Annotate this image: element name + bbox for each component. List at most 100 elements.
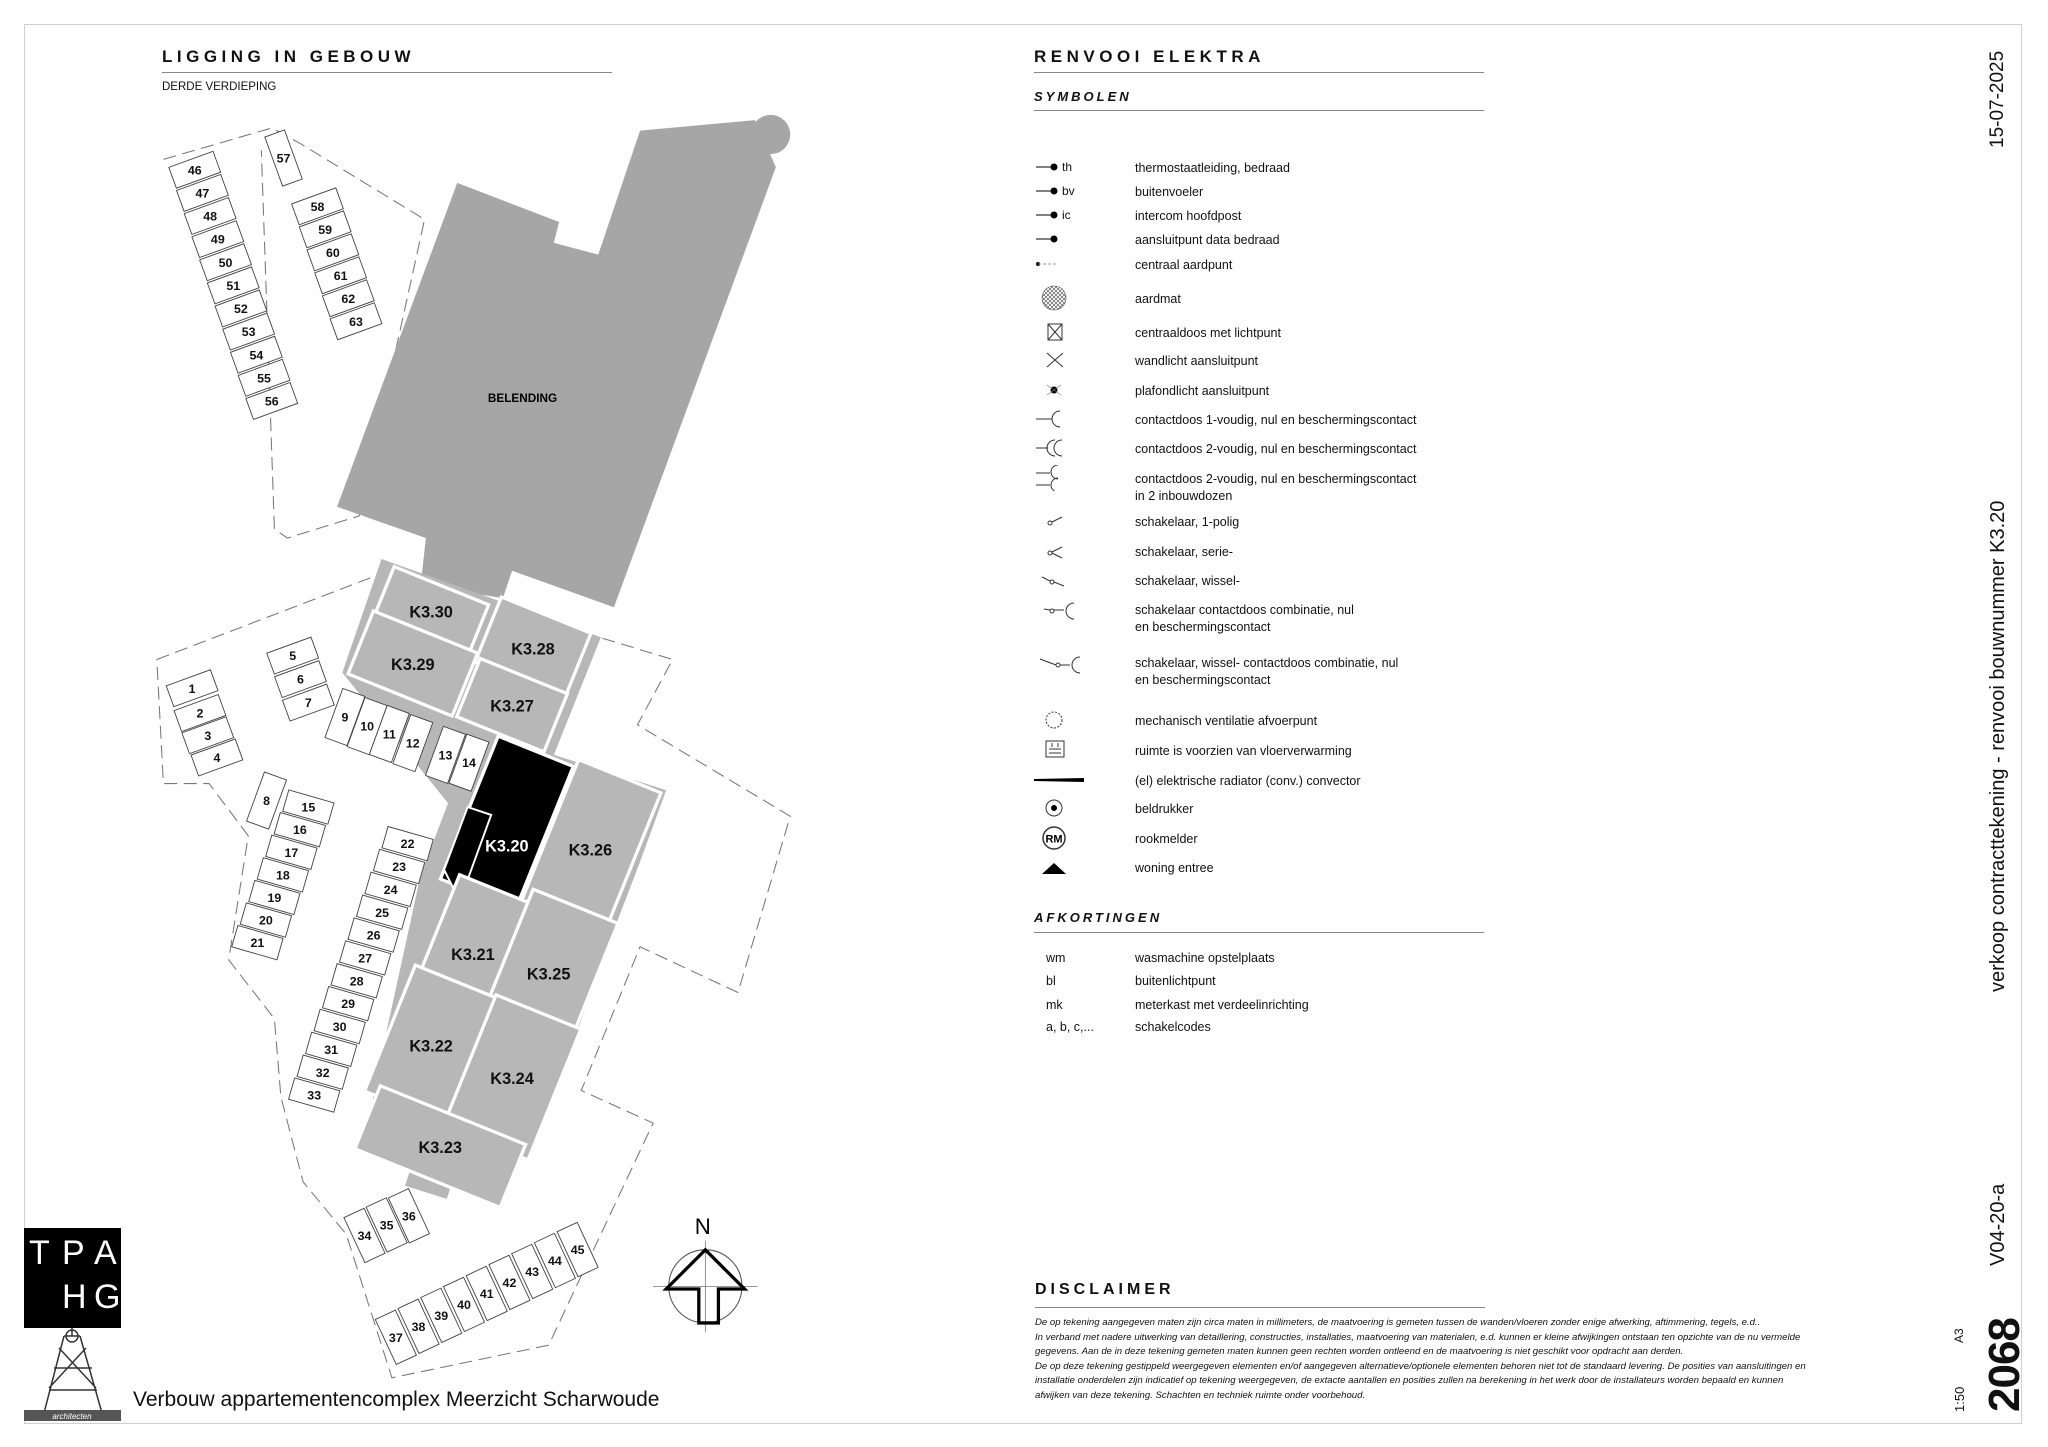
storage-unit[interactable]: 49 bbox=[191, 220, 245, 259]
symbol-label: centraaldoos met lichtpunt bbox=[1135, 326, 1281, 340]
storage-unit[interactable]: 30 bbox=[313, 1008, 366, 1045]
storage-unit[interactable]: 62 bbox=[321, 279, 375, 318]
storage-unit[interactable]: 41 bbox=[465, 1265, 508, 1322]
legend-row: centraal aardpunt bbox=[1034, 257, 1494, 277]
symbol-label: contactdoos 2-voudig, nul en bescherming… bbox=[1135, 442, 1417, 456]
storage-unit[interactable]: 61 bbox=[314, 256, 368, 295]
storage-unit[interactable]: 35 bbox=[365, 1197, 408, 1253]
ground-point-icon bbox=[1036, 262, 1058, 266]
symbol-code: bv bbox=[1062, 184, 1075, 198]
storage-unit[interactable]: 37 bbox=[374, 1309, 417, 1366]
storage-unit[interactable]: 18 bbox=[256, 857, 310, 893]
storage-unit[interactable]: 51 bbox=[206, 266, 260, 305]
storage-unit[interactable]: 54 bbox=[229, 335, 283, 374]
storage-unit[interactable]: 15 bbox=[282, 789, 335, 825]
storage-label: 7 bbox=[305, 696, 312, 710]
storage-unit[interactable]: 42 bbox=[488, 1254, 531, 1311]
storage-unit[interactable]: 52 bbox=[214, 289, 268, 328]
project-name: Verbouw appartementencomplex Meerzicht S… bbox=[133, 1388, 660, 1411]
storage-unit[interactable]: 7 bbox=[281, 683, 335, 722]
switch-socket-combo-icon bbox=[1043, 602, 1075, 620]
storage-unit[interactable]: 21 bbox=[231, 924, 284, 961]
storage-unit[interactable]: 3 bbox=[181, 716, 235, 755]
storage-label: 4 bbox=[213, 751, 220, 765]
storage-label: 60 bbox=[326, 246, 340, 260]
switch-series-icon bbox=[1047, 546, 1063, 559]
unit-k3-23[interactable]: K3.23 bbox=[352, 1083, 528, 1210]
unit-k3-29[interactable]: K3.29 bbox=[345, 608, 480, 719]
building-lower-stub bbox=[404, 1170, 452, 1199]
storage-label: 9 bbox=[341, 711, 348, 725]
storage-unit[interactable]: 46 bbox=[168, 150, 222, 189]
storage-unit[interactable]: 9 bbox=[324, 687, 366, 747]
storage-unit[interactable]: 28 bbox=[330, 963, 383, 999]
storage-unit[interactable]: 11 bbox=[368, 704, 410, 764]
storage-unit[interactable]: 34 bbox=[343, 1207, 386, 1264]
storage-unit[interactable]: 47 bbox=[175, 173, 229, 212]
storage-unit[interactable]: 8 bbox=[245, 771, 288, 830]
storage-unit[interactable]: 5 bbox=[266, 636, 320, 675]
storage-unit[interactable]: 57 bbox=[264, 129, 303, 187]
storage-unit[interactable]: 14 bbox=[448, 733, 490, 792]
storage-unit[interactable]: 44 bbox=[533, 1232, 577, 1289]
socket-double-icon bbox=[1036, 439, 1063, 457]
storage-unit[interactable]: 32 bbox=[296, 1054, 349, 1090]
storage-unit[interactable]: 45 bbox=[556, 1221, 599, 1278]
disclaimer-line: In verband met nadere uitwerking van det… bbox=[1035, 1331, 1801, 1343]
storage-unit[interactable]: 40 bbox=[442, 1276, 486, 1333]
storage-unit[interactable]: 1 bbox=[165, 669, 219, 708]
abbreviation: a, b, c,... bbox=[1046, 1020, 1094, 1034]
symbol-code: th bbox=[1062, 160, 1073, 174]
storage-unit[interactable]: 17 bbox=[265, 834, 318, 870]
disclaimer-line: installatie onderdelen zijn indicatief o… bbox=[1035, 1375, 1784, 1387]
symbol-code: RM bbox=[1045, 834, 1062, 846]
storage-unit[interactable]: 63 bbox=[329, 302, 383, 341]
storage-unit[interactable]: 20 bbox=[239, 902, 293, 938]
storage-unit[interactable]: 58 bbox=[291, 187, 344, 226]
abbreviation-description: meterkast met verdeelinrichting bbox=[1135, 998, 1309, 1012]
storage-unit[interactable]: 31 bbox=[304, 1031, 358, 1068]
storage-unit[interactable]: 33 bbox=[287, 1077, 341, 1113]
storage-unit[interactable]: 56 bbox=[245, 381, 299, 420]
storage-unit[interactable]: 4 bbox=[190, 738, 244, 777]
logo-letter: H bbox=[62, 1278, 87, 1316]
storage-unit[interactable]: 48 bbox=[183, 196, 237, 236]
unit-label: K3.27 bbox=[490, 698, 534, 716]
storage-unit[interactable]: 38 bbox=[397, 1298, 440, 1355]
storage-unit[interactable]: 16 bbox=[273, 811, 327, 848]
storage-unit[interactable]: 27 bbox=[338, 940, 392, 976]
storage-unit[interactable]: 29 bbox=[321, 985, 375, 1022]
storage-unit[interactable]: 53 bbox=[222, 312, 276, 351]
storage-unit[interactable]: 55 bbox=[237, 358, 291, 397]
storage-unit[interactable]: 59 bbox=[298, 210, 352, 249]
storage-unit[interactable]: 6 bbox=[274, 660, 327, 699]
unit-k3-27[interactable]: K3.27 bbox=[454, 656, 570, 755]
storage-unit[interactable]: 50 bbox=[199, 243, 253, 282]
floor-heating-icon bbox=[1045, 740, 1065, 758]
storage-unit[interactable]: 24 bbox=[364, 871, 417, 908]
storage-unit[interactable]: 60 bbox=[306, 233, 360, 272]
storage-unit[interactable]: 2 bbox=[173, 693, 227, 733]
storage-unit[interactable]: 22 bbox=[381, 825, 434, 862]
smoke-detector-icon: RM bbox=[1042, 826, 1066, 850]
unit-k3-20[interactable]: K3.20 bbox=[438, 734, 576, 912]
storage-unit[interactable]: 13 bbox=[424, 725, 467, 784]
storage-unit[interactable]: 43 bbox=[511, 1243, 554, 1300]
storage-unit[interactable]: 26 bbox=[347, 917, 400, 953]
storage-unit[interactable]: 25 bbox=[355, 894, 409, 930]
storage-unit[interactable]: 36 bbox=[387, 1188, 431, 1244]
entrance-triangle-icon bbox=[1042, 863, 1066, 874]
storage-unit[interactable]: 39 bbox=[420, 1287, 463, 1344]
storage-unit[interactable]: 19 bbox=[248, 879, 301, 916]
storage-label: 45 bbox=[571, 1243, 585, 1257]
unit-label: K3.29 bbox=[391, 656, 435, 674]
storage-unit[interactable]: 12 bbox=[392, 713, 434, 773]
symbol-label: (el) elektrische radiator (conv.) convec… bbox=[1135, 774, 1361, 788]
north-arrow[interactable]: N bbox=[653, 1214, 758, 1333]
storage-unit[interactable]: 23 bbox=[372, 848, 426, 885]
ventilation-exhaust-icon bbox=[1045, 711, 1063, 729]
